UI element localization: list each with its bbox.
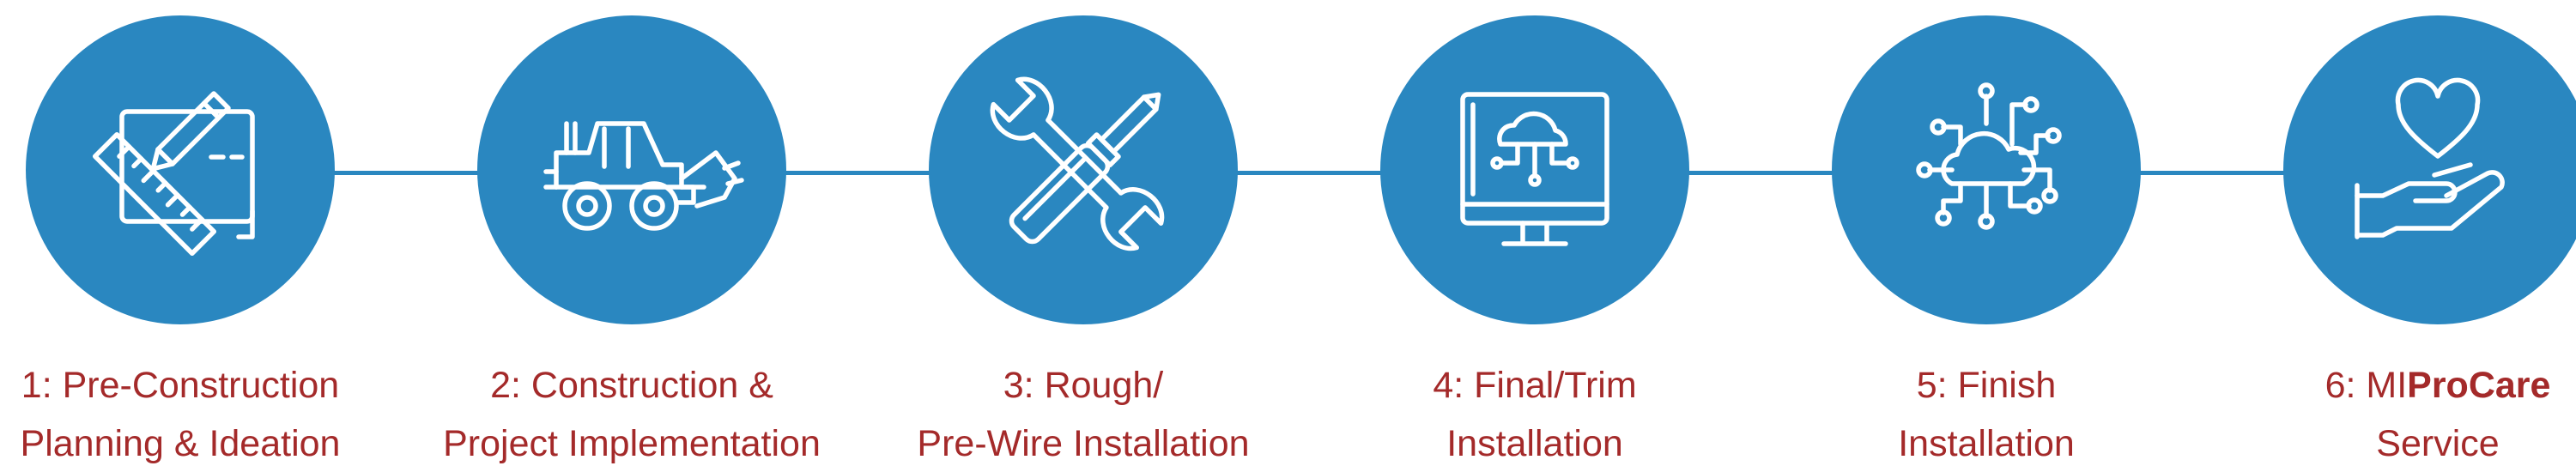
- wrench-screwdriver-icon: [990, 76, 1165, 251]
- step-1: 1: Pre-Construction Planning & Ideation: [0, 0, 403, 468]
- step-label-line1: 1: Pre-Construction: [21, 365, 340, 406]
- connector-line-1-2: [318, 171, 489, 175]
- step-4: 4: Final/Trim Installation: [1312, 0, 1758, 468]
- step-label-line2: Pre-Wire Installation: [917, 423, 1250, 464]
- drafting-plan-icon: [92, 91, 255, 257]
- step-label-line2: Planning & Ideation: [20, 423, 341, 464]
- step-6: 6: MIProCare Service: [2215, 0, 2576, 468]
- cloud-monitor-icon: [1460, 92, 1609, 246]
- step-label-brand: ProCare: [2407, 365, 2551, 406]
- step-2: 2: Construction & Project Implementation: [409, 0, 855, 468]
- step-circle: [1832, 15, 2141, 324]
- step-label-line1: 6: MIProCare: [2215, 357, 2576, 414]
- heart-hand-icon: [2355, 77, 2505, 239]
- step-circle: [1380, 15, 1689, 324]
- step-label-line1: 2: Construction &: [490, 365, 773, 406]
- connector-line-3-4: [1221, 171, 1392, 175]
- step-circle: [477, 15, 786, 324]
- connector-line-5-6: [2124, 171, 2295, 175]
- step-5: 5: Finish Installation: [1763, 0, 2209, 468]
- step-label-line2: Project Implementation: [443, 423, 821, 464]
- step-label-line2: Installation: [1446, 423, 1623, 464]
- connector-line-2-3: [769, 171, 941, 175]
- step-label-line2: Service: [2376, 423, 2500, 464]
- step-3: 3: Rough/ Pre-Wire Installation: [860, 0, 1306, 468]
- bulldozer-icon: [543, 121, 744, 231]
- cloud-network-icon: [1916, 82, 2062, 230]
- step-circle: [26, 15, 335, 324]
- step-circle: [2283, 15, 2576, 324]
- step-label-line1: 4: Final/Trim: [1433, 365, 1637, 406]
- step-label-line1: 5: Finish: [1916, 365, 2057, 406]
- connector-line-4-5: [1672, 171, 1844, 175]
- step-label-line1: 3: Rough/: [1003, 365, 1164, 406]
- step-label-prefix: 6: MI: [2324, 365, 2408, 406]
- step-label-line2: Installation: [1898, 423, 2075, 464]
- step-circle: [929, 15, 1238, 324]
